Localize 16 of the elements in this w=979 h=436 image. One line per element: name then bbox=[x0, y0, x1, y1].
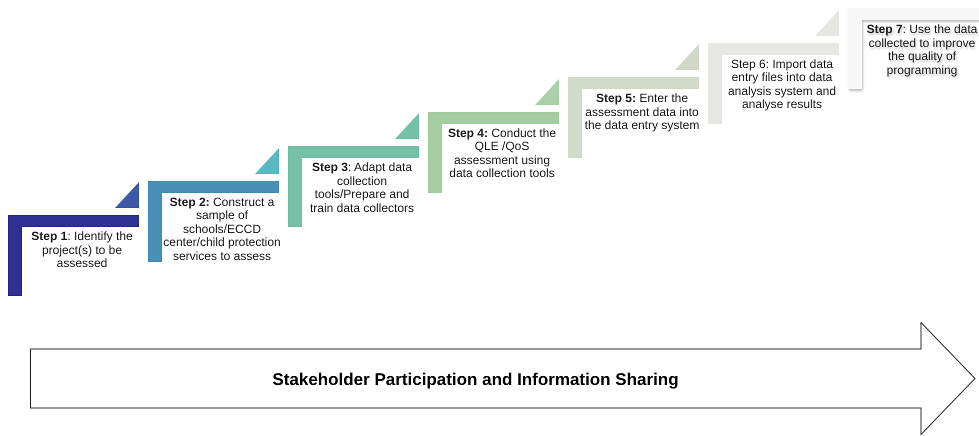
step-text: Step 4: Conduct the QLE /QoS assessment using data collection tools bbox=[446, 126, 558, 180]
block-arrow bbox=[30, 322, 976, 435]
step-bracket bbox=[848, 8, 979, 89]
arrow-text: Stakeholder Participation and Information Sharing bbox=[271, 369, 680, 391]
step-bracket bbox=[8, 215, 139, 296]
step-bracket bbox=[288, 146, 419, 227]
step-bracket bbox=[708, 42, 839, 124]
step-text: Step 5: Enter the assessment data into the data entry system bbox=[584, 92, 700, 132]
step-bracket bbox=[428, 112, 559, 192]
step-text: Step 1: Identify the project(s) to be assessed bbox=[30, 230, 134, 270]
step-text: Step 6: Import data entry files into data analysis system and analyse results bbox=[726, 58, 838, 112]
step-bracket bbox=[568, 77, 699, 158]
step-text: Step 7: Use the data collected to improve the quality of programming bbox=[866, 23, 978, 77]
step-text: Step 2: Construct a sample of schools/ECCD center/child protection services to assess bbox=[163, 196, 281, 263]
step-bracket bbox=[148, 180, 279, 262]
step-text: Step 3: Adapt data collection tools/Prepare and train data collectors bbox=[308, 161, 416, 215]
